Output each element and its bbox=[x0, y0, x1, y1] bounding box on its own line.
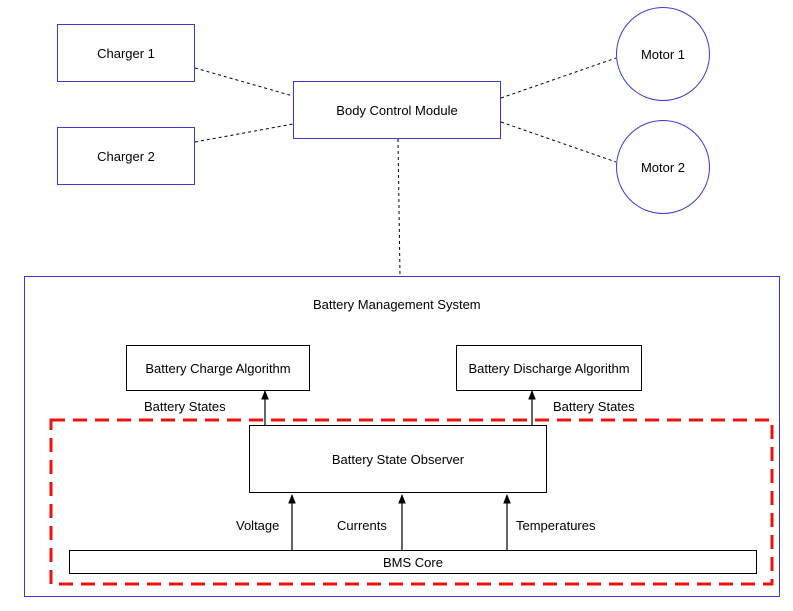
bms-title: Battery Management System bbox=[313, 297, 481, 312]
link-charger1-bcm bbox=[194, 67, 294, 97]
label-voltage: Voltage bbox=[236, 518, 280, 533]
link-bcm-motor1 bbox=[500, 57, 617, 99]
link-charger2-bcm bbox=[194, 123, 294, 143]
motor1-node: Motor 1 bbox=[616, 7, 710, 101]
label-currents: Currents bbox=[337, 518, 387, 533]
charge-algorithm-node: Battery Charge Algorithm bbox=[126, 345, 310, 391]
bms-container bbox=[24, 276, 780, 597]
state-observer-node: Battery State Observer bbox=[249, 425, 547, 493]
link-bcm-motor2 bbox=[500, 121, 617, 163]
link-bcm-bms bbox=[397, 138, 401, 277]
label-states-right: Battery States bbox=[553, 399, 635, 414]
bms-core-node: BMS Core bbox=[69, 550, 757, 574]
motor2-node: Motor 2 bbox=[616, 120, 710, 214]
label-temperatures: Temperatures bbox=[516, 518, 596, 533]
charger2-node: Charger 2 bbox=[57, 127, 195, 185]
discharge-algorithm-node: Battery Discharge Algorithm bbox=[456, 345, 642, 391]
label-states-left: Battery States bbox=[144, 399, 226, 414]
charger1-node: Charger 1 bbox=[57, 24, 195, 82]
observer-region bbox=[49, 418, 774, 586]
bcm-node: Body Control Module bbox=[293, 81, 501, 139]
